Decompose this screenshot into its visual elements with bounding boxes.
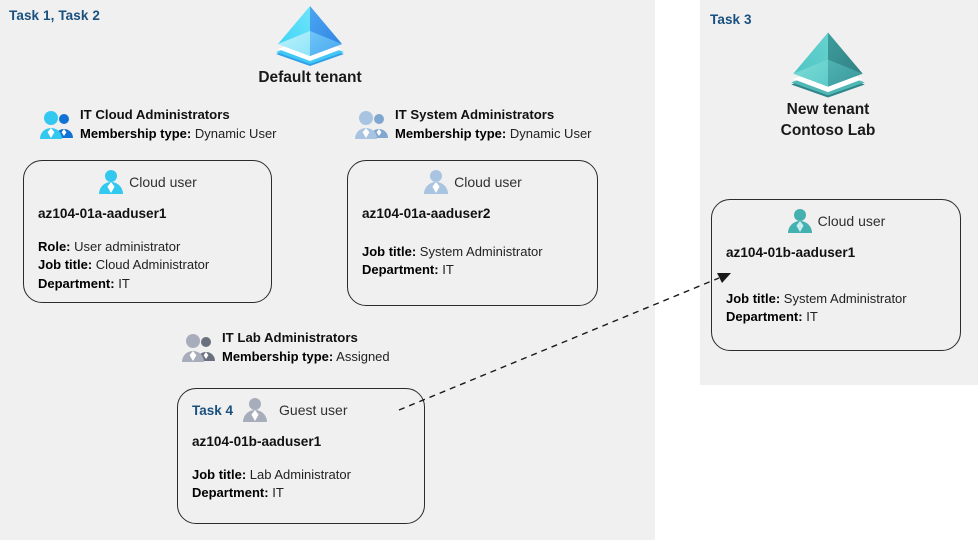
default-tenant-block: Default tenant (204, 4, 416, 89)
group-it-system-administrators: IT System Administrators Membership type… (355, 106, 592, 143)
user-group-icon (355, 111, 388, 139)
attr-label: Job title: (726, 291, 781, 306)
cloud-user-icon (424, 170, 449, 194)
attr-department: Department: IT (192, 484, 410, 502)
group-title: IT Cloud Administrators (80, 107, 230, 122)
user-principal-name: az104-01b-aaduser1 (192, 434, 322, 449)
default-tenant-name: Default tenant (258, 69, 362, 86)
user-type-label: Cloud user (454, 174, 522, 190)
user-attributes: Role: User administrator Job title: Clou… (38, 238, 257, 293)
group-title: IT System Administrators (395, 107, 555, 122)
attr-job-title: Job title: Lab Administrator (192, 466, 410, 484)
group-it-cloud-administrators: IT Cloud Administrators Membership type:… (40, 106, 277, 143)
new-tenant-block: New tenant Contoso Lab (733, 30, 923, 142)
attr-label: Department: (362, 262, 439, 278)
new-tenant-name-line2: Contoso Lab (780, 121, 876, 139)
default-tenant-panel (0, 0, 655, 540)
user-attributes: Job title: Lab Administrator Department:… (192, 466, 410, 503)
group-membership-label: Membership type: (395, 125, 507, 141)
attr-label: Department: (192, 485, 269, 501)
attr-job-title: Job title: System Administrator (726, 290, 946, 308)
group-it-lab-administrators: IT Lab Administrators Membership type: A… (182, 329, 390, 366)
card-header: Cloud user (38, 169, 257, 195)
attr-department: Department: IT (38, 275, 257, 293)
card-header: Cloud user (362, 169, 583, 195)
attr-label: Department: (726, 309, 803, 325)
task-label-3: Task 3 (710, 12, 752, 27)
user-card-az104-01a-aaduser2[interactable]: Cloud user az104-01a-aaduser2 Job title:… (347, 160, 598, 306)
user-principal-name: az104-01b-aaduser1 (726, 245, 856, 260)
user-type-label: Guest user (279, 402, 348, 418)
cloud-user-icon (99, 170, 124, 194)
user-type-label: Cloud user (129, 174, 197, 190)
user-card-new-tenant-az104-01b-aaduser1[interactable]: Cloud user az104-01b-aaduser1 Job title:… (711, 199, 961, 351)
attr-label: Role: (38, 239, 71, 254)
attr-job-title: Job title: Cloud Administrator (38, 256, 257, 274)
card-header: Cloud user (726, 208, 946, 234)
azure-ad-tenant-icon (791, 32, 865, 98)
attr-role: Role: User administrator (38, 238, 257, 256)
attr-value: Lab Administrator (249, 467, 351, 482)
attr-value: IT (442, 262, 454, 278)
user-attributes: Job title: System Administrator Departme… (362, 243, 583, 280)
card-header: Task 4 Guest user (192, 397, 410, 423)
group-membership-type: Membership type: Dynamic User (395, 125, 592, 143)
user-group-icon (182, 334, 215, 362)
new-tenant-name-line1: New tenant (786, 101, 870, 118)
user-card-guest-az104-01b-aaduser1[interactable]: Task 4 Guest user az104-01b-aaduser1 Job… (177, 388, 425, 524)
azure-ad-tenant-icon (276, 6, 344, 66)
attr-value: System Administrator (783, 291, 907, 306)
cloud-user-icon (787, 209, 812, 233)
attr-label: Department: (38, 275, 115, 291)
attr-value: Cloud Administrator (95, 257, 210, 273)
user-principal-name: az104-01a-aaduser1 (38, 206, 167, 221)
attr-label: Job title: (192, 467, 247, 482)
group-membership-type: Membership type: Dynamic User (80, 125, 277, 143)
group-membership-label: Membership type: (80, 125, 192, 141)
attr-label: Job title: (362, 244, 417, 259)
attr-department: Department: IT (726, 308, 946, 326)
user-principal-name: az104-01a-aaduser2 (362, 206, 491, 221)
attr-value: IT (118, 275, 130, 291)
attr-job-title: Job title: System Administrator (362, 243, 583, 261)
user-card-az104-01a-aaduser1[interactable]: Cloud user az104-01a-aaduser1 Role: User… (23, 160, 272, 303)
attr-department: Department: IT (362, 261, 583, 279)
user-attributes: Job title: System Administrator Departme… (726, 290, 946, 327)
attr-value: User administrator (74, 239, 181, 254)
attr-value: System Administrator (419, 244, 543, 259)
group-membership-value: Dynamic User (509, 125, 592, 141)
attr-value: IT (272, 485, 284, 501)
user-type-label: Cloud user (817, 213, 886, 229)
attr-label: Job title: (38, 257, 93, 273)
task-label-1-2: Task 1, Task 2 (9, 8, 100, 23)
guest-user-icon (243, 398, 268, 422)
group-membership-type: Membership type: Assigned (222, 348, 390, 366)
group-membership-value: Assigned (336, 348, 390, 364)
user-group-icon (40, 111, 73, 139)
group-title: IT Lab Administrators (222, 330, 358, 345)
task-label-4: Task 4 (192, 402, 234, 418)
group-membership-label: Membership type: (222, 348, 334, 364)
group-membership-value: Dynamic User (194, 125, 277, 141)
attr-value: IT (806, 309, 818, 325)
